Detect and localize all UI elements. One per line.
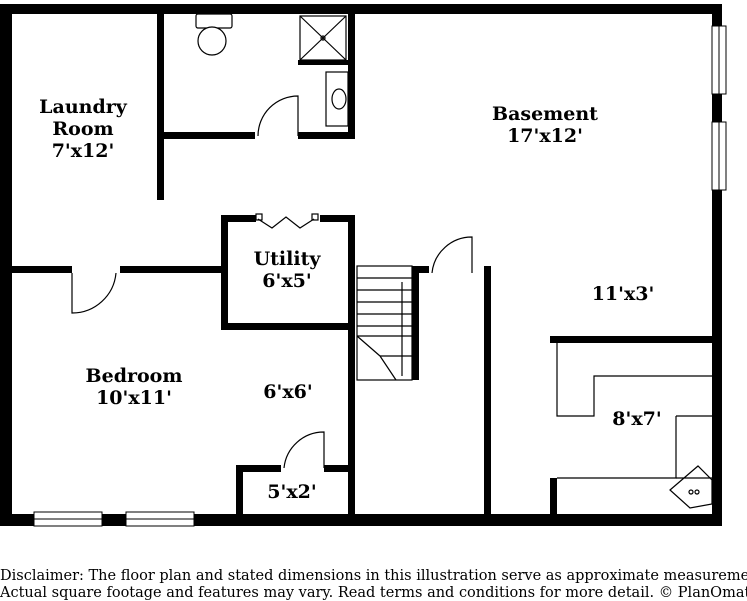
door-hall: [431, 236, 473, 274]
door-bedroom: [71, 272, 117, 314]
toilet-icon: [195, 13, 233, 56]
stairs-icon: [356, 265, 413, 381]
disclaimer-line-2: Actual square footage and features may v…: [0, 585, 747, 601]
utility-size: 6'x5': [262, 270, 311, 292]
laundry-room-label-1: Laundry: [39, 96, 128, 118]
window-right-bottom: [711, 121, 727, 191]
laundry-room-size: 7'x12': [52, 140, 115, 162]
outer-walls: [0, 4, 722, 526]
basement-label: Basement: [492, 103, 598, 125]
room-8x7-size: 8'x7': [612, 408, 661, 430]
door-closet-5x2: [283, 431, 325, 469]
door-utility-bifold: [255, 213, 319, 229]
laundry-sink-icon: [669, 465, 713, 509]
laundry-room-label-2: Room: [52, 118, 113, 140]
interior-walls: [12, 4, 722, 519]
door-bath: [257, 95, 299, 137]
disclaimer-line-1: Disclaimer: The floor plan and stated di…: [0, 568, 747, 584]
closet-6x6-size: 6'x6': [263, 381, 312, 403]
closet-5x2-size: 5'x2': [267, 481, 316, 503]
counter-outline: [556, 343, 712, 479]
window-bottom-left: [33, 511, 103, 527]
window-bottom-middle: [125, 511, 195, 527]
sink-icon: [325, 71, 349, 127]
shower-icon: [299, 15, 347, 61]
bedroom-label: Bedroom: [86, 365, 183, 387]
utility-label: Utility: [254, 248, 322, 270]
hall-11x3-size: 11'x3': [592, 283, 655, 305]
basement-size: 17'x12': [507, 125, 583, 147]
bedroom-size: 10'x11': [96, 387, 172, 409]
window-right-top: [711, 25, 727, 95]
